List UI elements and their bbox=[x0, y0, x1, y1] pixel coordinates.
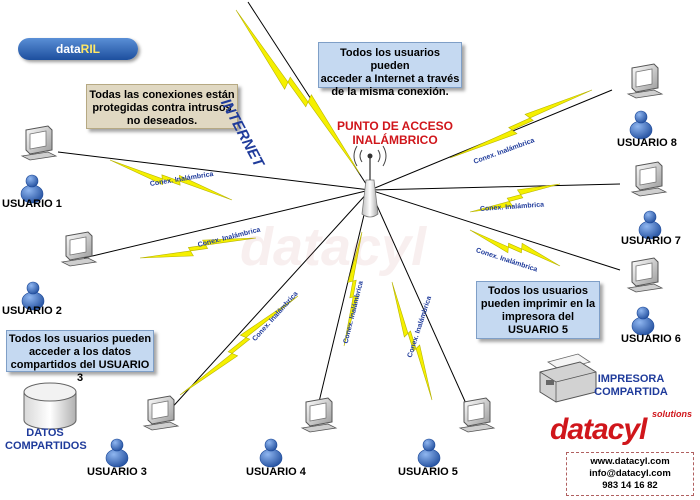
computer-icon bbox=[20, 125, 58, 161]
user-label: USUARIO 7 bbox=[621, 235, 681, 247]
lightning-bolts bbox=[109, 9, 593, 401]
link-line bbox=[317, 189, 371, 407]
watermark-logo: datacyl bbox=[240, 217, 427, 277]
lightning-bolt bbox=[235, 9, 361, 175]
company-tagline: solutions bbox=[652, 409, 692, 419]
computer-icon bbox=[142, 395, 180, 431]
note-internet-line: de la misma conexión. bbox=[331, 86, 449, 98]
note-shared-data-line: acceder a los datos bbox=[28, 346, 132, 358]
note-printing-line: USUARIO 5 bbox=[508, 324, 568, 336]
lightning-bolt bbox=[139, 237, 257, 259]
note-printing-line: impresora del bbox=[501, 311, 575, 323]
link-line bbox=[167, 189, 371, 413]
user-label: USUARIO 3 bbox=[87, 466, 147, 478]
note-protection-line: protegidas contra intrusos bbox=[92, 102, 232, 114]
logo-badge: dataRIL bbox=[18, 38, 138, 60]
user-label: USUARIO 4 bbox=[246, 466, 306, 478]
user-label: USUARIO 2 bbox=[2, 305, 62, 317]
wireless-links bbox=[57, 1, 621, 413]
note-printing: Todos los usuarios pueden imprimir en la… bbox=[476, 281, 600, 339]
company-logo-text: datacyl bbox=[550, 413, 647, 446]
logo-text-prefix: data bbox=[55, 42, 81, 56]
note-internet: Todos los usuarios pueden acceder a Inte… bbox=[318, 42, 462, 98]
note-protection-line: no deseados. bbox=[126, 115, 198, 127]
user-label: USUARIO 6 bbox=[621, 333, 681, 345]
user-label: USUARIO 8 bbox=[617, 137, 677, 149]
computer-icon bbox=[300, 397, 338, 433]
user-icon bbox=[417, 438, 441, 468]
user-icon bbox=[21, 281, 45, 311]
stations bbox=[20, 63, 668, 468]
user-label: USUARIO 1 bbox=[2, 198, 62, 210]
link-line bbox=[369, 183, 621, 191]
lightning-bolt bbox=[391, 281, 433, 401]
storage-label: DATOS COMPARTIDOS bbox=[5, 427, 87, 453]
lightning-bolt bbox=[109, 159, 233, 201]
computer-icon bbox=[630, 161, 668, 197]
logo-text-suffix: RIL bbox=[80, 42, 101, 56]
note-shared-data-line: compartidos del USUARIO 3 bbox=[10, 359, 150, 384]
printer-label: IMPRESORA COMPARTIDA bbox=[586, 373, 676, 399]
link-line bbox=[57, 151, 371, 191]
storage-label-line: DATOS bbox=[26, 427, 64, 439]
user-icon bbox=[629, 110, 653, 140]
access-point-icon bbox=[353, 145, 387, 218]
printer-label-line: COMPARTIDA bbox=[594, 386, 668, 398]
user-icon bbox=[259, 438, 283, 468]
user-icon bbox=[638, 210, 662, 240]
note-printing-line: pueden imprimir en la bbox=[480, 298, 596, 310]
user-icon bbox=[631, 306, 655, 336]
user-icon bbox=[20, 174, 44, 204]
lightning-bolt bbox=[469, 229, 561, 267]
access-point-label-line2: INALÁMBRICO bbox=[352, 133, 438, 147]
access-point-label-line1: PUNTO DE ACCESO bbox=[336, 119, 453, 133]
note-protection-line: Todas las conexiones están bbox=[89, 89, 235, 101]
computer-icon bbox=[60, 231, 98, 267]
contact-phone: 983 14 16 82 bbox=[602, 480, 658, 491]
user-icon bbox=[105, 438, 129, 468]
lightning-bolt bbox=[179, 295, 299, 396]
lightning-bolt bbox=[343, 231, 363, 347]
contact-box: www.datacyl.com info@datacyl.com 983 14 … bbox=[566, 452, 694, 496]
contact-web[interactable]: www.datacyl.com bbox=[590, 456, 670, 467]
computer-icon bbox=[626, 257, 664, 293]
link-line bbox=[369, 189, 469, 409]
note-internet-line: Todos los usuarios pueden bbox=[339, 47, 441, 72]
company-logo: datacyl bbox=[550, 413, 647, 447]
note-protection: Todas las conexiones están protegidas co… bbox=[86, 84, 238, 129]
note-printing-line: Todos los usuarios bbox=[487, 285, 589, 297]
computer-icon bbox=[458, 397, 496, 433]
computer-icon bbox=[626, 63, 664, 99]
access-point-label: PUNTO DE ACCESO INALÁMBRICO bbox=[330, 119, 460, 147]
note-shared-data: Todos los usuarios pueden acceder a los … bbox=[6, 330, 154, 384]
note-shared-data-line: Todos los usuarios pueden bbox=[8, 333, 152, 345]
lightning-bolt bbox=[469, 183, 561, 213]
user-label: USUARIO 5 bbox=[398, 466, 458, 478]
contact-email[interactable]: info@datacyl.com bbox=[589, 468, 671, 479]
printer-icon bbox=[539, 353, 597, 403]
lightning-bolt bbox=[449, 89, 593, 159]
note-internet-line: acceder a Internet a través bbox=[320, 73, 460, 85]
printer-label-line: IMPRESORA bbox=[597, 373, 665, 385]
storage-label-line: COMPARTIDOS bbox=[5, 440, 87, 452]
shared-storage-icon bbox=[23, 382, 77, 430]
link-line bbox=[83, 189, 371, 259]
link-line bbox=[369, 189, 621, 271]
